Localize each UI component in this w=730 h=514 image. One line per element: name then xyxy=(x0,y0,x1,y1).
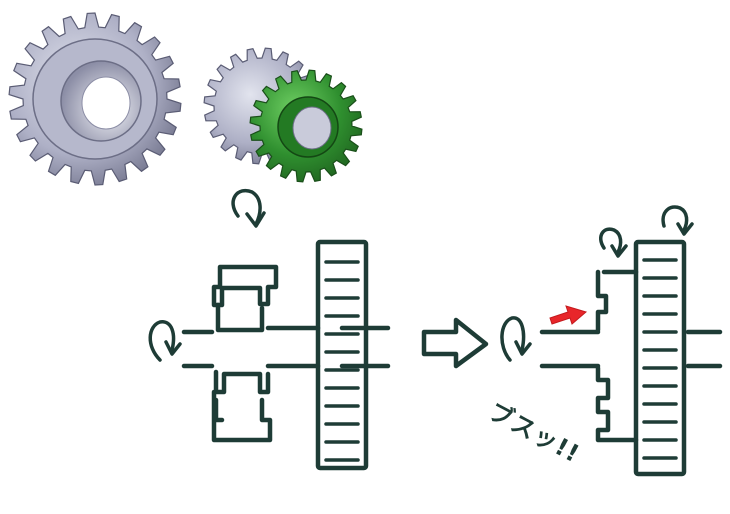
green-gear-splined-bore xyxy=(292,106,332,150)
gray-spur-gear-icon xyxy=(8,12,182,186)
small-gear-rotation-arrowhead xyxy=(610,244,628,258)
right-shaft xyxy=(539,329,723,369)
small-gear-rotation-arrow-icon xyxy=(599,227,623,254)
large-gear-rotation-arrowhead xyxy=(676,222,694,236)
gear-mechanism-diagram xyxy=(8,12,723,477)
right-small-gear-outline xyxy=(595,269,639,443)
rotation-arrow-icon xyxy=(231,188,262,226)
large-gear-rotation-arrow-icon xyxy=(661,205,689,232)
left-sketch xyxy=(148,239,391,471)
rotation-arrowhead xyxy=(245,211,266,228)
left-rotation-arrowhead xyxy=(164,340,182,356)
right-sketch xyxy=(500,205,723,477)
right-large-gear-outline xyxy=(633,239,687,477)
left-shaft xyxy=(181,325,391,369)
right-arrow-icon xyxy=(421,317,489,369)
left-small-gear-body xyxy=(215,302,265,333)
left-rotation-arrow-icon xyxy=(148,320,176,362)
right-left-rotation-arrowhead xyxy=(514,340,532,356)
left-large-gear-teeth xyxy=(324,260,360,462)
red-arrow-icon xyxy=(549,305,588,325)
right-left-rotation-arrow-icon xyxy=(500,316,526,362)
left-small-gear-outline xyxy=(211,264,279,308)
left-large-gear-outline xyxy=(315,239,369,471)
right-large-gear-teeth xyxy=(642,258,678,460)
left-small-gear-lower xyxy=(211,369,273,443)
meshed-gear-pair-icon xyxy=(203,47,363,183)
gray-gear-bore-hole xyxy=(81,76,131,130)
